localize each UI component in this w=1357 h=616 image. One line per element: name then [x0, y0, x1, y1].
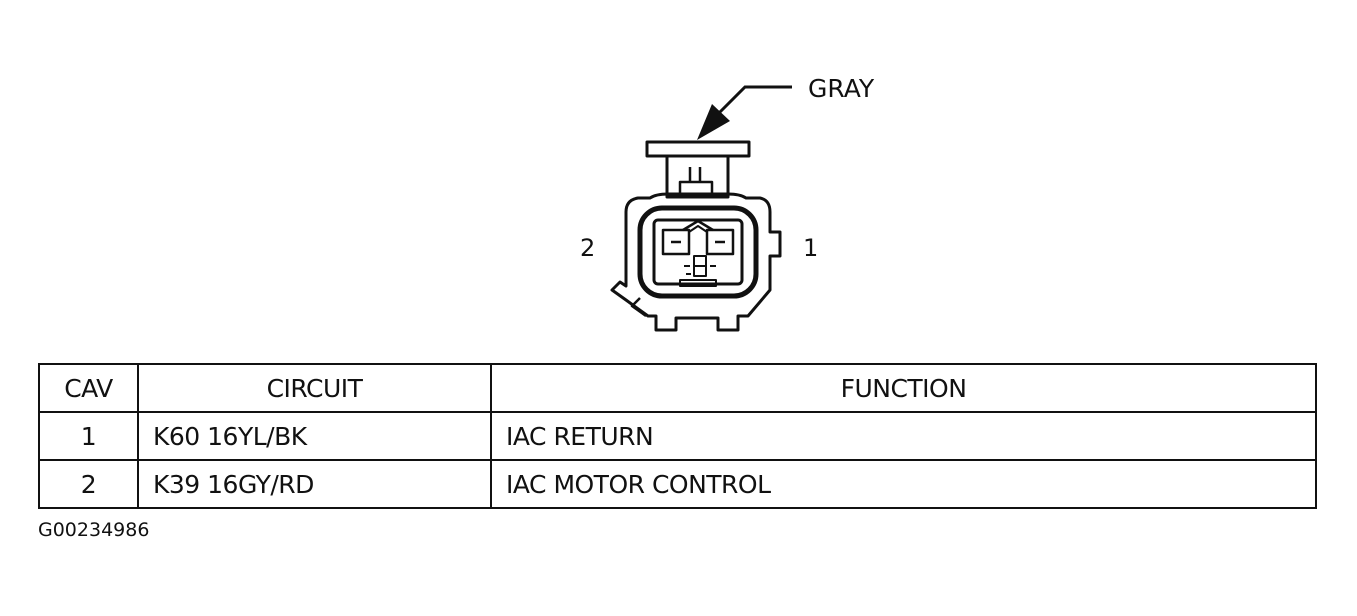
- callout-arrowhead: [697, 104, 730, 140]
- connector-inner-ring: [637, 205, 759, 299]
- table-header-row: CAV CIRCUIT FUNCTION: [38, 363, 1317, 413]
- connector-diagram: GRAY 2 1: [580, 74, 875, 332]
- circuit-cell: K60 16YL/BK: [137, 411, 492, 461]
- connector-latch-tab: [678, 180, 714, 199]
- connector-latch-tower: [665, 156, 730, 199]
- terminal-cavity-2: [661, 228, 691, 256]
- pin-label-2: 2: [580, 234, 595, 262]
- pinout-table: CAV CIRCUIT FUNCTION 1 K60 16YL/BK IAC R…: [38, 363, 1317, 509]
- cav-cell: 1: [38, 411, 139, 461]
- table-row: 2 K39 16GY/RD IAC MOTOR CONTROL: [38, 459, 1317, 509]
- connector-body: [610, 140, 782, 332]
- connector-color-label: GRAY: [808, 74, 875, 103]
- bottom-key: [679, 279, 717, 287]
- header-function: FUNCTION: [490, 363, 1317, 413]
- circuit-cell: K39 16GY/RD: [137, 459, 492, 509]
- callout-arrow: [712, 85, 792, 120]
- header-cav: CAV: [38, 363, 139, 413]
- header-circuit: CIRCUIT: [137, 363, 492, 413]
- terminal-cavity-1: [705, 228, 735, 256]
- table-row: 1 K60 16YL/BK IAC RETURN: [38, 411, 1317, 461]
- function-cell: IAC MOTOR CONTROL: [490, 459, 1317, 509]
- connector-latch-bar: [645, 140, 751, 158]
- figure-id: G00234986: [38, 519, 150, 541]
- pin-label-1: 1: [803, 234, 818, 262]
- function-cell: IAC RETURN: [490, 411, 1317, 461]
- connector-outer-housing: [610, 192, 782, 332]
- cav-cell: 2: [38, 459, 139, 509]
